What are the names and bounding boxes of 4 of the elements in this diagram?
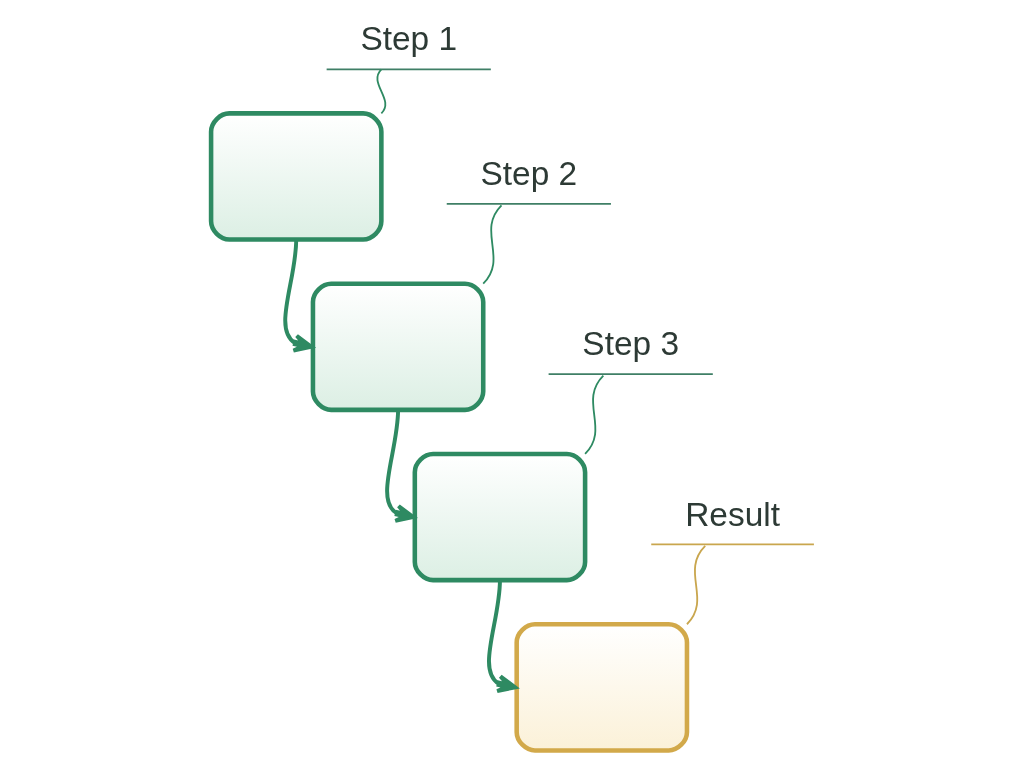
node-text: Result xyxy=(684,495,780,533)
node-text: Step 3 xyxy=(581,325,679,363)
node-text: Step 1 xyxy=(359,20,457,58)
node-text: Step 2 xyxy=(480,155,577,192)
